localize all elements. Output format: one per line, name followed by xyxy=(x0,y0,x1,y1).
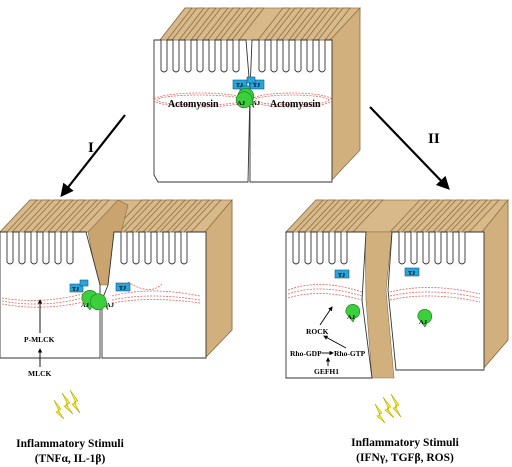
top-cell-left-front xyxy=(153,39,251,183)
label-mlck: MLCK xyxy=(28,369,51,378)
tj-label-right-2: TJ xyxy=(408,271,415,277)
tj-label-left-2: TJ xyxy=(119,286,126,292)
aj-label-left-2: AJ xyxy=(106,302,115,309)
aj-label-top-2: AJ xyxy=(252,100,261,107)
tj-label-right-1: TJ xyxy=(338,273,345,279)
top-cell-pair: Actomyosin Actomyosin TJ TJ AJ AJ xyxy=(153,6,361,184)
top-adherens-junction: AJ AJ xyxy=(235,88,261,109)
left-adherens-junction: AJ AJ xyxy=(81,290,115,311)
actomyosin-label-right: Actomyosin xyxy=(270,99,321,110)
top-cell-right-front xyxy=(249,39,333,183)
actomyosin-label-left: Actomyosin xyxy=(168,99,219,110)
aj-label-top-1: AJ xyxy=(237,100,246,107)
left-actomyosin-ring xyxy=(1,281,201,308)
right-actomyosin-ring xyxy=(287,284,481,303)
right-cell-pair: TJ TJ AJ AJ ROCK Rho-GDP Rho-GTP GEFH1 xyxy=(285,198,509,379)
stimuli-right-title: Inflammatory Stimuli xyxy=(351,437,459,449)
tj-label-top-2: TJ xyxy=(253,83,260,89)
top-microvilli xyxy=(159,7,351,41)
right-tight-junction: TJ TJ xyxy=(334,267,420,279)
stimuli-left-title: Inflammatory Stimuli xyxy=(16,438,124,450)
aj-label-right-1: AJ xyxy=(347,314,356,321)
arrow-rock-up xyxy=(319,306,333,326)
aj-label-right-2: AJ xyxy=(419,319,428,326)
left-microvilli xyxy=(0,199,222,233)
label-rho-gdp: Rho-GDP xyxy=(290,349,322,358)
left-cell-a-front xyxy=(0,231,101,359)
label-rho-gtp: Rho-GTP xyxy=(334,349,366,358)
stimuli-right-agents: (IFNγ, TGFβ, ROS) xyxy=(356,452,454,464)
left-tight-junction: TJ TJ xyxy=(69,279,131,293)
label-pathway-two: II xyxy=(428,131,440,147)
right-microvilli xyxy=(285,199,500,233)
label-rock: ROCK xyxy=(306,327,329,336)
arrow-pathway-one xyxy=(60,114,126,198)
stimuli-left-agents: (TNFα, IL-1β) xyxy=(35,453,106,465)
label-pathway-one: I xyxy=(88,140,94,156)
tj-label-top-1: TJ xyxy=(236,83,243,89)
aj-label-left-1: AJ xyxy=(81,302,90,309)
label-p-mlck: P-MLCK xyxy=(24,335,55,344)
right-adherens-junction: AJ AJ xyxy=(345,304,433,328)
lightning-icon-left xyxy=(53,389,81,420)
left-cell-b-front xyxy=(101,231,207,359)
arrow-gtp-to-rock xyxy=(323,335,347,349)
left-cell-pair: TJ TJ AJ AJ P-MLCK MLCK xyxy=(0,198,233,378)
right-cell-a-front xyxy=(285,231,373,379)
tj-label-left-1: TJ xyxy=(72,287,79,293)
lightning-icon-right xyxy=(374,393,402,424)
label-gefh1: GEFH1 xyxy=(314,367,339,376)
arrow-pathway-two xyxy=(369,106,450,190)
right-cell-b-front xyxy=(387,231,485,371)
